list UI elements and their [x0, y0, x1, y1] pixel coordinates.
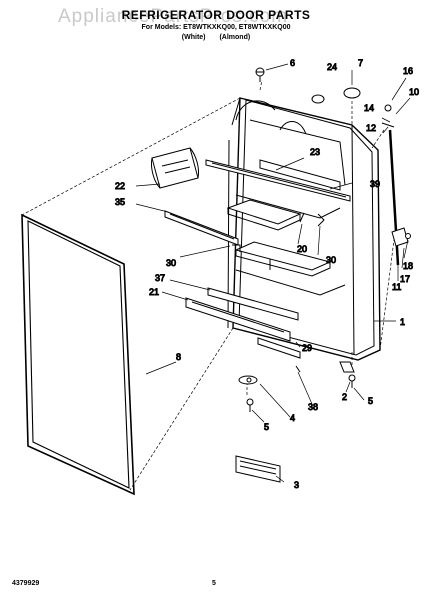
callout-12: 12: [366, 123, 376, 133]
page-title: REFRIGERATOR DOOR PARTS: [121, 8, 311, 22]
callout-18: 18: [403, 261, 413, 271]
middle-shelf: [226, 199, 302, 231]
color-almond: (Almond): [219, 34, 251, 41]
callout-14: 14: [364, 103, 374, 113]
callout-11: 11: [392, 282, 401, 292]
handle-trim: [235, 455, 281, 483]
lower-shelf: [234, 241, 332, 277]
shelf-bar-35: [164, 210, 239, 246]
callout-3: 3: [294, 480, 299, 490]
callout-labels: 6 24 7 16 10 14 12 23 22 39 35 20 30 30 …: [115, 58, 420, 491]
callout-10: 10: [409, 87, 419, 97]
small-hardware: [232, 67, 411, 412]
callout-23: 23: [310, 147, 320, 157]
page-number: 5: [212, 580, 216, 587]
callout-1: 1: [400, 317, 405, 327]
document-number: 4379929: [12, 580, 40, 587]
callout-38: 38: [308, 402, 318, 412]
color-white: (White): [181, 34, 206, 41]
callout-24: 24: [327, 62, 337, 72]
callout-20: 20: [297, 244, 307, 254]
callout-2: 2: [342, 392, 347, 402]
callout-22: 22: [115, 181, 125, 191]
callout-7: 7: [358, 58, 363, 68]
watermark: AppliancePartsPros.com: [58, 6, 289, 27]
callout-4: 4: [290, 413, 295, 423]
callout-29: 29: [302, 343, 312, 353]
callout-8: 8: [176, 352, 181, 362]
callout-5-left: 5: [264, 422, 269, 432]
dairy-door: [151, 147, 199, 189]
callout-35: 35: [115, 197, 125, 207]
callout-30-left: 30: [166, 258, 176, 268]
callout-17: 17: [400, 274, 410, 284]
callout-6: 6: [290, 58, 295, 68]
callout-5-right: 5: [368, 396, 373, 406]
model-subtitle: For Models: ET8WTKXKQ00, ET8WTKXKQ00: [141, 24, 291, 31]
color-variants: (White) (Almond): [0, 34, 432, 41]
callout-16: 16: [403, 66, 413, 76]
explosion-lines: [21, 79, 396, 491]
door-gasket: [21, 213, 135, 496]
callout-39: 39: [370, 179, 380, 189]
bottom-shelf-bars: [185, 287, 301, 359]
leader-lines: [135, 63, 411, 483]
callout-21: 21: [149, 287, 159, 297]
upper-shelf-bars: [205, 159, 351, 202]
callout-30-right: 30: [326, 255, 336, 265]
callout-37: 37: [155, 273, 165, 283]
